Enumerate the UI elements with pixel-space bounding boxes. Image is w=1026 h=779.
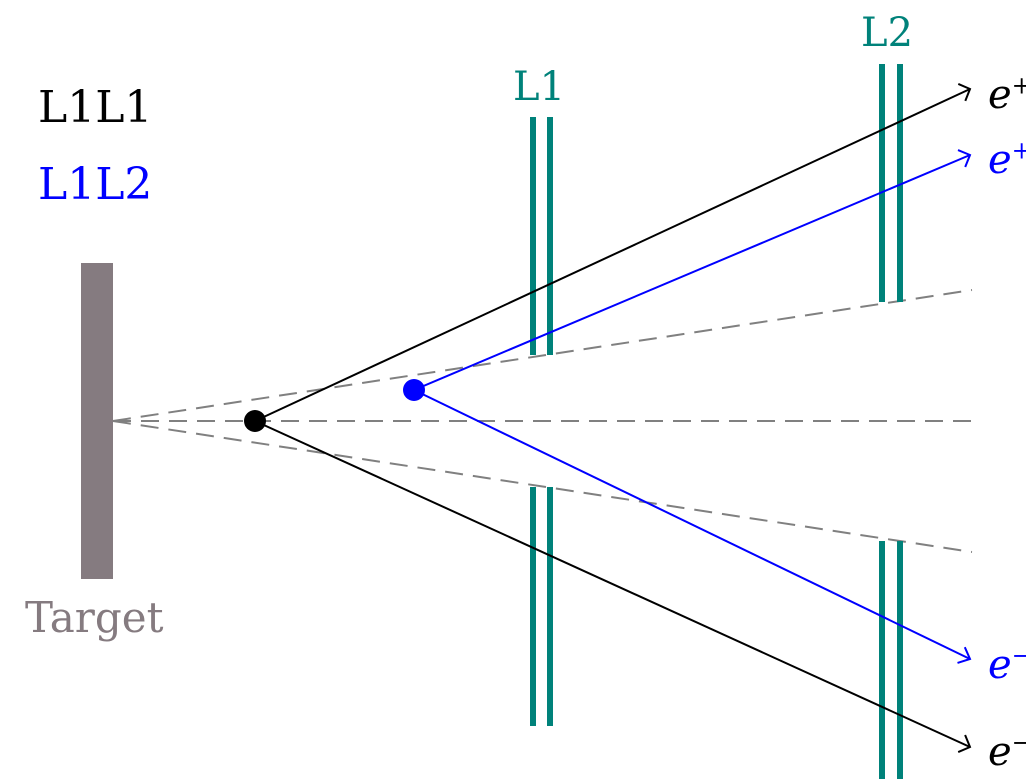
legend-l1l1: L1L1: [38, 82, 153, 133]
particle-charge: +: [1011, 71, 1026, 100]
l1l1-bottom-arrowhead: [957, 734, 972, 754]
particle-charge: −: [1011, 641, 1026, 670]
l1l2-top-track: [413, 154, 971, 391]
lower-acceptance-dashed-line: [112, 420, 973, 553]
layer-l2-top: [879, 64, 903, 302]
l1l2-top-particle-label: e+: [988, 136, 1026, 183]
particle-symbol: e: [988, 642, 1012, 688]
particle-symbol: e: [988, 137, 1012, 183]
legend-l1l2: L1L2: [38, 159, 153, 210]
l1l1-bottom-particle-label: e−: [988, 728, 1026, 775]
l1l2-bottom-arrowhead: [957, 646, 972, 664]
l1l2-bottom-particle-label: e−: [988, 641, 1026, 688]
l1l1-vertex-dot: [244, 410, 266, 432]
l1l2-vertex-dot: [403, 379, 425, 401]
upper-acceptance-dashed-line: [112, 289, 973, 422]
particle-symbol: e: [988, 72, 1012, 118]
layer-l2-bottom: [879, 541, 903, 779]
particle-charge: +: [1011, 136, 1026, 165]
l1l1-top-arrowhead: [957, 82, 972, 102]
target-label: Target: [25, 593, 164, 642]
l1l1-top-particle-label: e+: [988, 71, 1026, 118]
l1l1-bottom-track: [254, 420, 971, 748]
layer-l2-label: L2: [861, 10, 914, 56]
layer-l1-top: [530, 117, 553, 355]
particle-charge: −: [1011, 728, 1026, 757]
target-bar: [81, 263, 113, 579]
l1l2-top-arrowhead: [957, 149, 972, 168]
layer-l1-bottom: [530, 487, 553, 726]
l1l2-bottom-track: [413, 389, 971, 660]
particle-symbol: e: [988, 729, 1012, 775]
layer-l1-label: L1: [513, 64, 566, 110]
l1l1-top-track: [254, 88, 971, 422]
